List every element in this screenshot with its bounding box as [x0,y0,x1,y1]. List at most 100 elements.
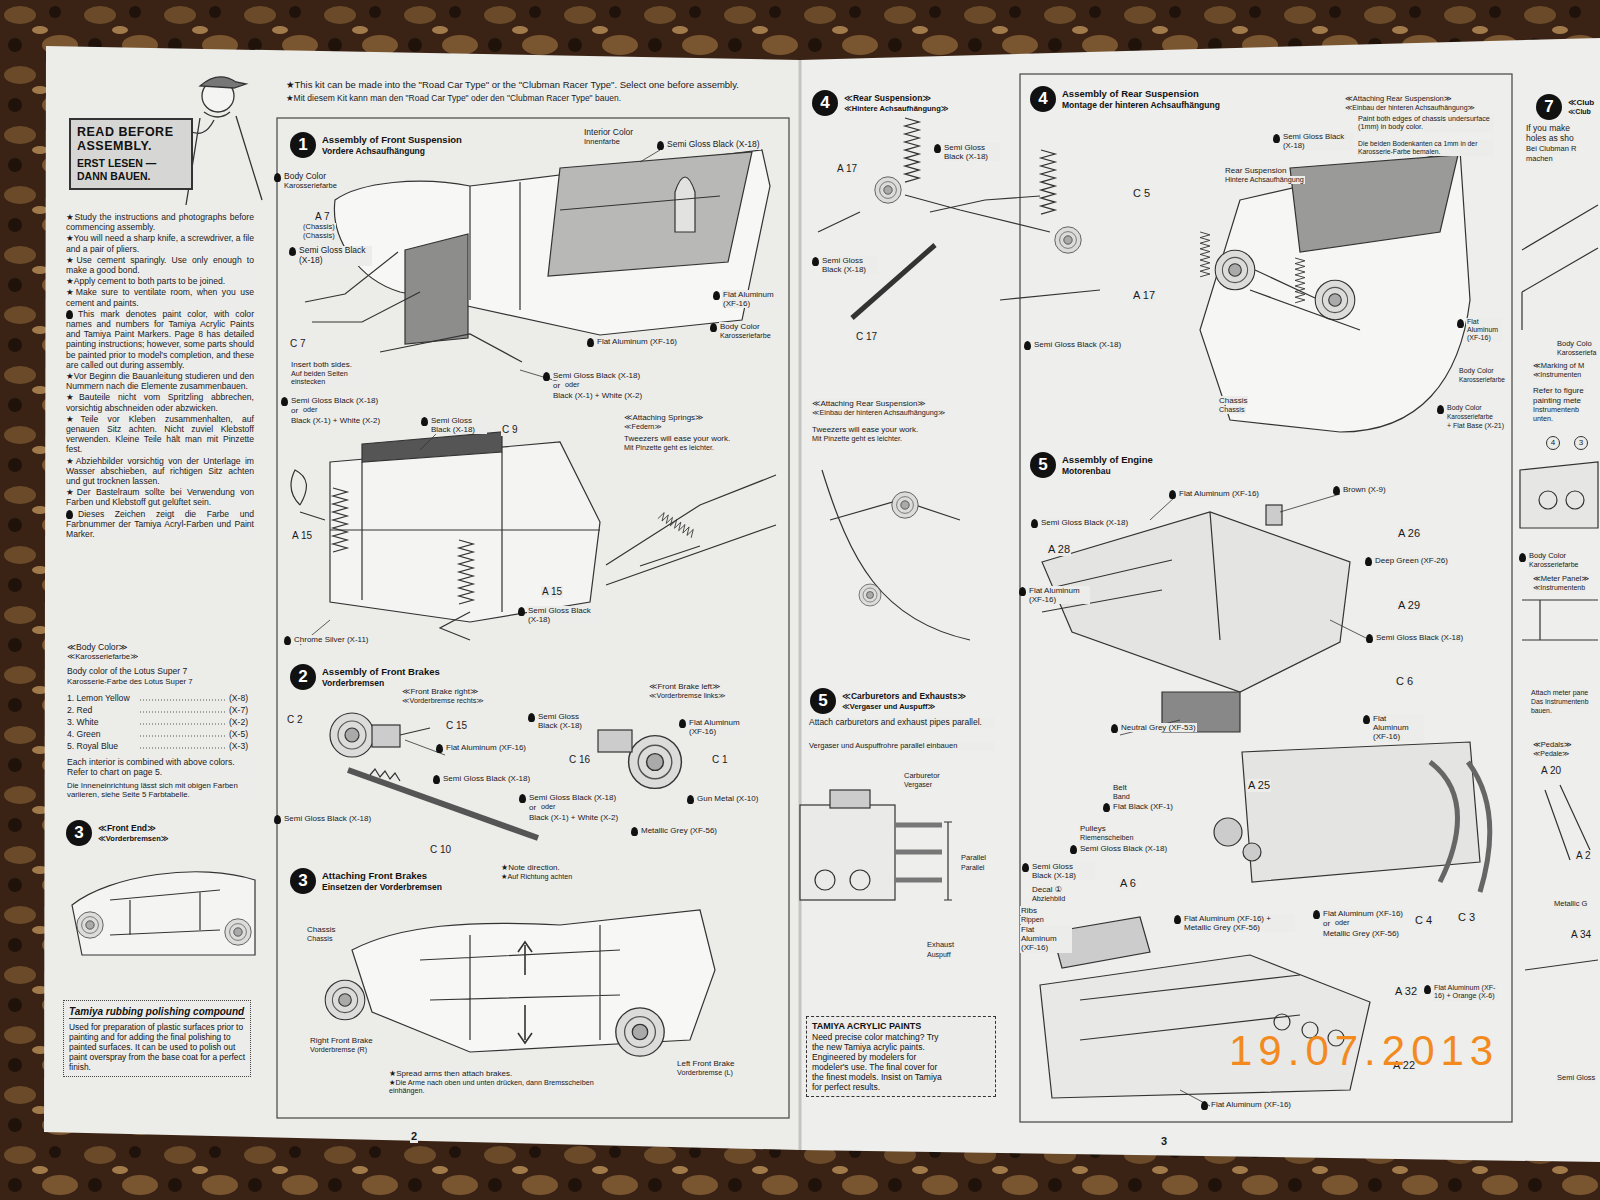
label: Flat Aluminum (XF-16) [445,743,527,752]
label: ≪Federn≫ [623,423,663,431]
step-title: ≪Rear Suspension≫ [844,93,949,103]
label: (X-2) [228,718,249,728]
label: oder [302,406,318,414]
step-heading: 4Assembly of Rear SuspensionMontage der … [1030,86,1220,112]
paint-drop [657,141,664,150]
label: ≪Vorderbremse rechts≫ [401,697,485,705]
label: ≪Pedals≫ [1532,741,1573,750]
label: Semi Gloss Black (X-18) [1079,844,1168,853]
instruction-text: This mark denotes paint color, with colo… [66,309,254,370]
step-number: 1 [290,132,316,158]
step-title-group: ≪Club≪Club [1568,98,1594,116]
label: Parallel [960,854,987,863]
step-title: Assembly of Front Suspension [322,134,462,145]
paint-drop [1111,724,1118,733]
label: ★Spread arms then attach brakes. [388,1069,513,1078]
step-heading: 5Assembly of EngineMotorenbau [1030,452,1153,478]
step-title: Assembly of Front Brakes [322,666,440,677]
step-heading: 5≪Carburetors and Exhausts≫≪Vergaser und… [810,688,966,714]
label: Band [1112,793,1131,801]
label: ★This kit can be made into the "Road Car… [285,80,740,91]
paint-drop [812,257,819,266]
label: Karosseriefarbe [1528,561,1579,569]
step-title: ≪Club [1568,98,1594,108]
label: ≪Einbau der hinteren Achsaufhängung≫ [1344,104,1476,112]
label: Semi Gloss Black (X-18) [283,814,372,823]
label: Das Instrumentenb [1530,698,1589,706]
label: ★Die Arme nach oben und unten drücken, d… [388,1079,600,1096]
label: Innenfarbe [583,138,621,147]
label: ★Mit diesem Kit kann man den "Road Car T… [285,94,622,104]
part-number: A 34 [1570,929,1592,941]
label: Metallic Grey (XF-56) [640,826,718,835]
label: ★Auf Richtung achten [500,873,573,881]
part-number: C 3 [1457,911,1476,924]
label: Refer to figure [1532,386,1585,395]
paint-drop [1273,134,1280,143]
paint-drop [1024,341,1031,350]
box-title: TAMIYA ACRYLIC PAINTS [812,1021,951,1032]
page-number: 2 [410,1130,418,1143]
label: Semi Gloss Black (X-18) [528,793,617,802]
label: ≪Attaching Springs≫ [623,413,704,422]
paint-drop [274,173,281,182]
label: Exhaust [926,941,955,950]
part-number: C 16 [568,754,591,766]
label: Flat Aluminum (XF-16) [1028,586,1090,604]
label: Vergaser und Auspuffrohre parallel einba… [808,742,995,751]
paint-drop [274,815,281,824]
label: If you make [1525,124,1571,134]
page-number: 3 [1160,1135,1168,1148]
label: Hintere Achsaufhängung [1224,176,1305,184]
part-number: A 32 [1394,985,1418,998]
label: Tweezers will ease your work. [623,434,731,443]
step-subtitle: Einsetzen der Vorderbremsen [322,882,442,892]
label: Semi Gloss Black (X-18) [821,256,878,274]
label: Semi Gloss Black (X-18) [666,140,761,150]
label: oder [1334,919,1350,927]
step-number: 5 [810,688,836,714]
label: Die beiden Bodenkanten ca 1mm in der Kar… [1357,140,1494,156]
label: Auf beiden Seiten einstecken [290,370,367,387]
label: (X-3) [228,742,249,752]
part-number: A 15 [541,586,563,598]
part-number: C 15 [445,720,468,732]
label: Chrome Silver (X-11) [293,635,370,644]
instruction-text: ★Use cement sparingly. Use only enough t… [66,255,254,275]
label: (X-5) [228,730,249,740]
instruction-text: ★Apply cement to both parts to be joined… [66,276,254,286]
instruction-column: ★Study the instructions and photographs … [66,212,254,540]
label: Flat Aluminum (XF-16) [1210,1100,1292,1109]
info-box: TAMIYA ACRYLIC PAINTSNeed precise color … [806,1016,996,1097]
instruction-text: ★You will need a sharp knife, a screwdri… [66,233,254,253]
instruction-text: ★Teile vor Kleben zusammenhalten, auf ge… [66,414,254,455]
step-heading: 4≪Rear Suspension≫≪Hintere Achsaufhängun… [812,90,949,116]
label: Tweezers will ease your work. [811,425,919,434]
paint-drop [1457,319,1464,328]
paint-drop [528,713,535,722]
label: 3. White [66,718,100,728]
label: or [552,381,561,390]
label: ≪Instrumentenb [1532,584,1586,592]
label: 2. Red [66,706,93,716]
label: Neutral Grey (XF-53) [1120,723,1197,732]
step-title: Assembly of Engine [1062,454,1153,465]
part-number: A 25 [1247,779,1271,792]
paint-drop [543,372,550,381]
paint-drop [284,636,291,645]
label: ≪Pedale≫ [1532,750,1570,758]
label: Paint both edges of chassis undersurface… [1357,115,1494,132]
part-number: A 20 [1540,765,1562,777]
paint-drop [281,397,288,406]
label: (Chassis) [302,232,336,241]
step-subtitle: ≪Hintere Achsaufhängung≫ [844,104,949,113]
label: Semi Gloss Black (X-18) [537,712,589,730]
label: machen [1525,155,1554,164]
paint-drop [687,795,694,804]
label: Flat Aluminum (XF-16) [722,290,779,308]
part-number: A 7 [314,211,330,223]
label: Karosseriefarbe [719,332,772,340]
label: ≪Body Color≫ [66,643,129,653]
label: Interior Color [583,128,634,138]
label: (Chassis) [302,223,336,232]
